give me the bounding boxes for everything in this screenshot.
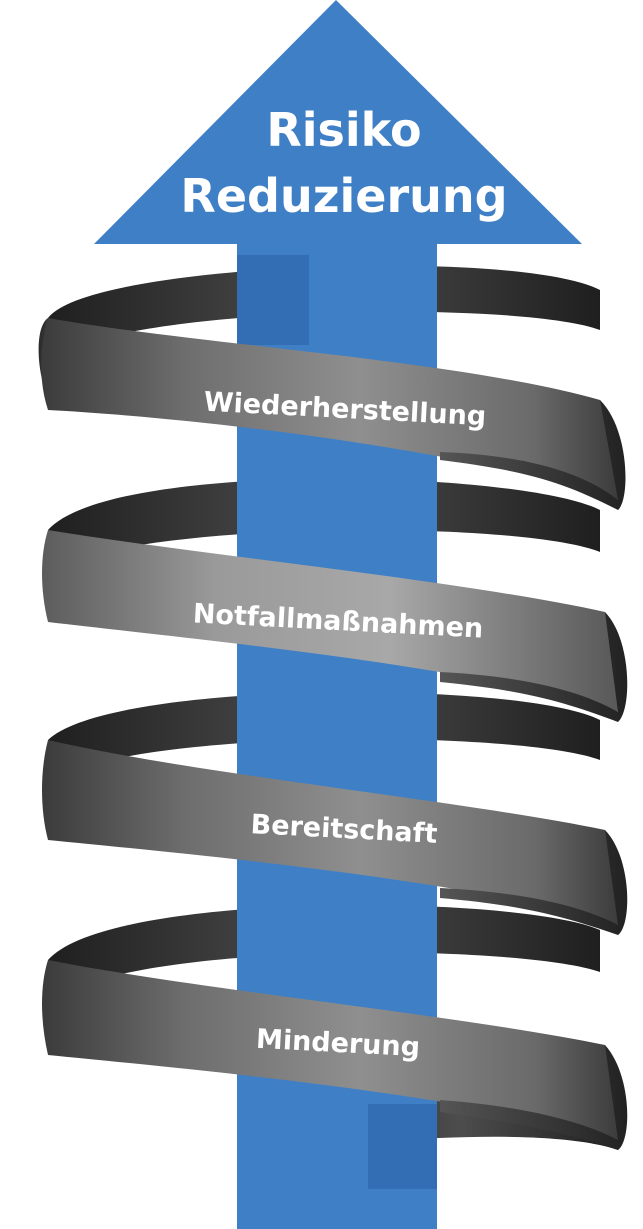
band-front-4 <box>42 960 622 1140</box>
band-front-layer: Wiederherstellung Notfallmaßnahmen Berei… <box>38 318 628 1150</box>
band-front-3 <box>42 740 622 925</box>
title-line2: Reduzierung <box>180 169 507 223</box>
band-curl-right-2 <box>440 612 628 722</box>
band-curl-right-4 <box>440 1045 628 1150</box>
band-curl-right-1 <box>440 400 626 510</box>
arrow-shading-bottom <box>368 1104 437 1189</box>
title-line1: Risiko <box>266 103 421 157</box>
band-back-4 <box>48 905 600 1002</box>
arrow-shading <box>237 255 309 345</box>
band-front-2 <box>42 530 622 712</box>
arrow-head <box>94 0 582 244</box>
band-curl-right-3 <box>440 830 628 935</box>
